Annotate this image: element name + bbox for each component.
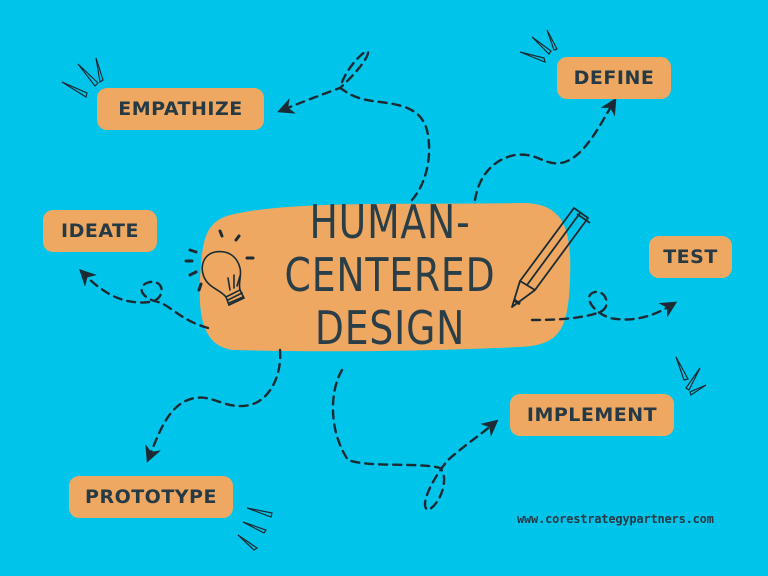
stage-test: TEST: [649, 236, 732, 278]
burst-marks: [61, 29, 707, 551]
website-url: www.corestrategypartners.com: [517, 512, 714, 526]
stage-empathize: EMPATHIZE: [97, 88, 264, 130]
pencil-icon: [511, 207, 591, 308]
stage-label: PROTOTYPE: [85, 486, 217, 508]
center-blob: [199, 202, 571, 352]
stage-define: DEFINE: [557, 57, 671, 99]
connector-prototype: [145, 348, 282, 463]
stage-ideate: IDEATE: [43, 210, 157, 252]
center-title-line-3: DESIGN: [314, 301, 466, 355]
stage-label: EMPATHIZE: [118, 98, 243, 120]
lightbulb-icon: [184, 229, 255, 307]
stage-implement: IMPLEMENT: [510, 394, 674, 436]
center-title-line-1: HUMAN-: [309, 195, 471, 249]
center-title: HUMAN- CENTERED DESIGN: [275, 196, 505, 355]
stage-label: DEFINE: [573, 67, 655, 89]
connector-empathize: [277, 50, 431, 202]
connector-ideate: [79, 269, 210, 330]
connector-define: [473, 97, 617, 202]
stage-label: IMPLEMENT: [526, 404, 658, 426]
stage-label: TEST: [663, 246, 718, 268]
connector-implement: [331, 368, 499, 512]
connector-test: [530, 290, 678, 322]
center-title-line-2: CENTERED: [284, 248, 496, 302]
stage-prototype: PROTOTYPE: [69, 476, 233, 518]
stage-label: IDEATE: [61, 220, 139, 242]
